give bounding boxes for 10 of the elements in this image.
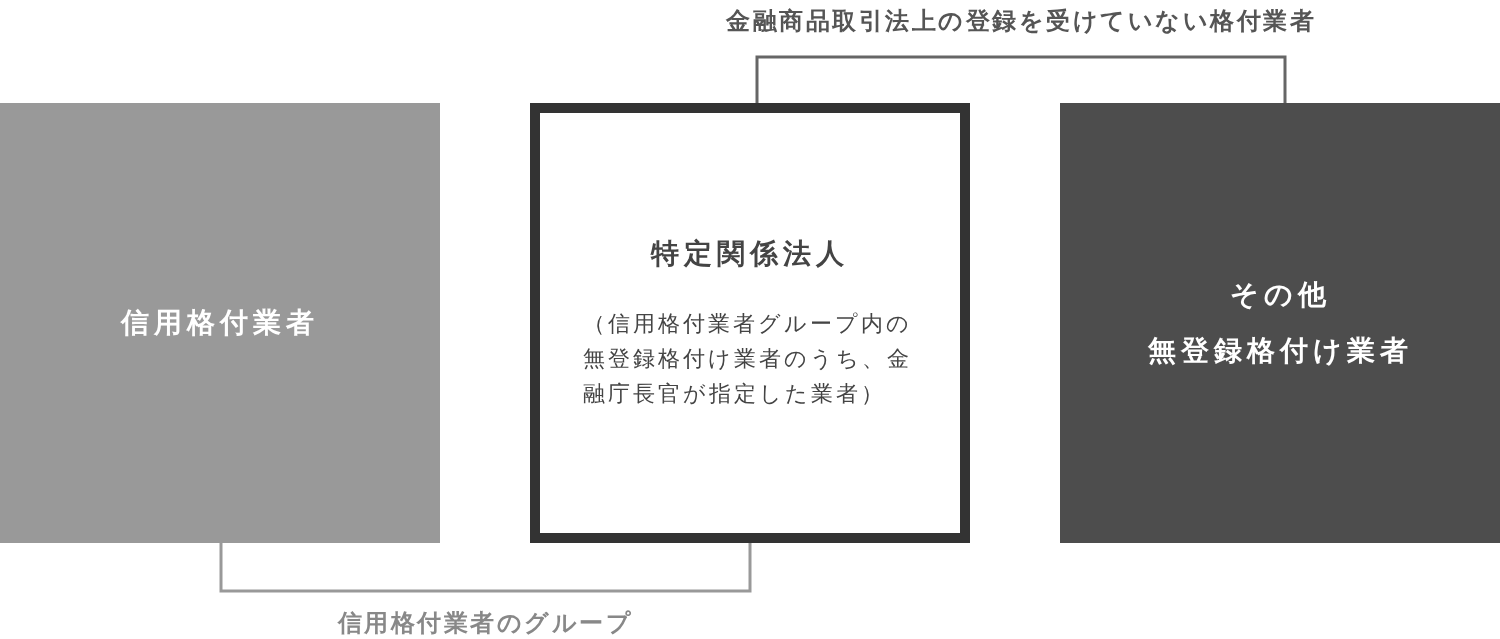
box-label: その他 [1229,280,1331,310]
connector-line [219,543,752,593]
box-description: （信用格付業者グループ内の無登録格付け業者のうち、金融庁長官が指定した業者） [583,309,913,408]
box-label: 無登録格付け業者 [1147,336,1413,366]
category-box [1060,103,1500,543]
category-box [530,103,970,543]
box-heading: 特定関係法人 [651,235,849,272]
box-label: 信用格付業者 [121,308,319,338]
connector-line [755,55,1287,103]
category-box [0,103,440,543]
